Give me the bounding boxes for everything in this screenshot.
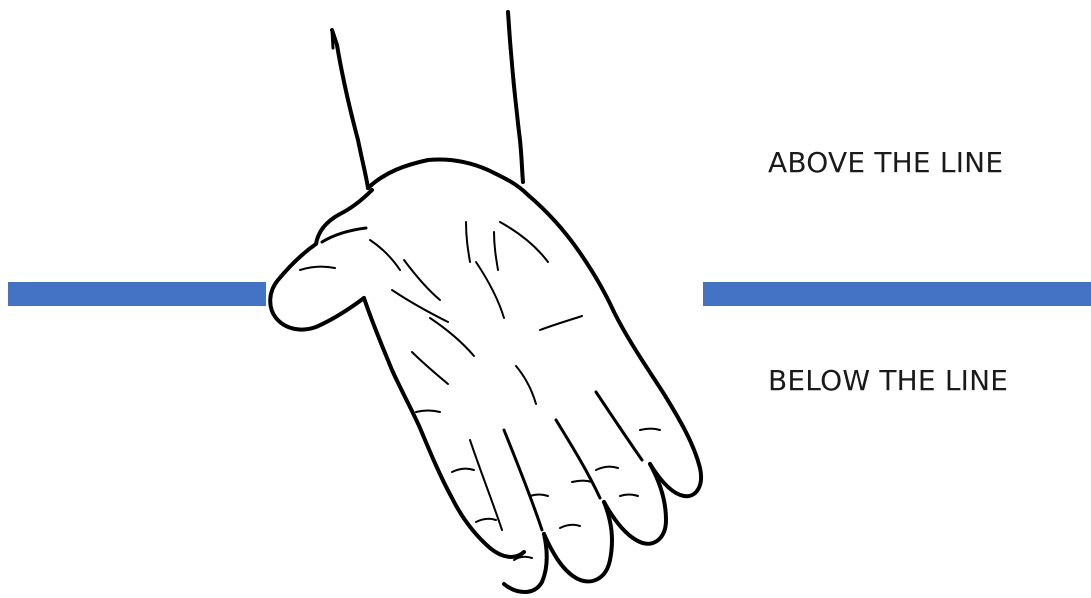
below-the-line-label: BELOW THE LINE — [768, 364, 1009, 397]
above-the-line-label: ABOVE THE LINE — [768, 146, 1004, 179]
horizontal-line-right — [703, 282, 1091, 306]
horizontal-line-left — [8, 282, 266, 306]
